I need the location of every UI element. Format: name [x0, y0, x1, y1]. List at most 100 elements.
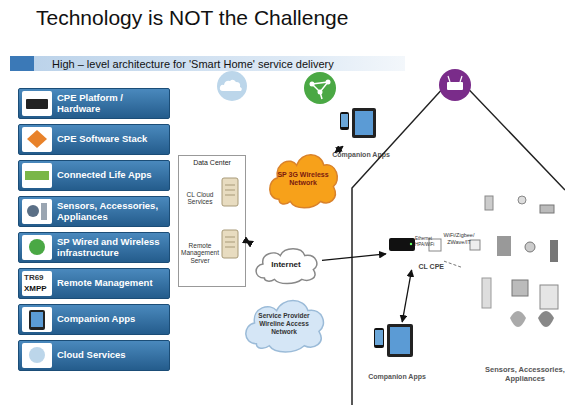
sensor-glyph — [27, 205, 39, 217]
tablet-icon — [352, 108, 376, 138]
tablet-glyph — [29, 310, 45, 330]
home-device-glyph — [447, 82, 463, 90]
network-cloud: Service Provider Wireline Access Network — [238, 292, 330, 354]
node-text: Companion Apps — [57, 314, 135, 325]
node-text: CPE Platform / Hardware — [57, 93, 165, 114]
router-icon — [389, 238, 415, 251]
sensor-glyph — [41, 203, 47, 220]
screen — [390, 327, 410, 354]
server-line — [225, 185, 235, 195]
top-icons — [217, 69, 471, 104]
node-text: CPE Software Stack — [57, 134, 147, 145]
node-text: SP Wired and Wireless infrastructure — [57, 237, 165, 258]
network-dot — [310, 82, 315, 87]
wireless-link — [444, 261, 462, 267]
sensor-devices — [470, 196, 558, 327]
node-text: SP 3G Wireless Network — [273, 171, 333, 187]
sensor-icon — [470, 240, 480, 250]
node-text: Companion Apps — [368, 373, 426, 380]
screen — [355, 111, 373, 135]
icon-tile — [22, 199, 52, 224]
node-text: Data Center — [179, 159, 245, 166]
network-dot — [318, 90, 323, 95]
icon-tile — [22, 91, 52, 116]
cloud-outline — [270, 155, 338, 208]
cloud-glyph — [29, 347, 45, 363]
sensor-icon — [518, 196, 526, 204]
phone-icon — [374, 328, 384, 348]
node-text: High – level architecture for 'Smart Hom… — [52, 58, 334, 70]
home-device-icon — [439, 69, 471, 101]
screen — [341, 114, 348, 127]
router-led — [410, 243, 412, 245]
house-outline — [352, 75, 565, 405]
cloud-outline — [246, 301, 324, 352]
node-text: CL CPE — [418, 263, 444, 270]
phone-icon — [340, 112, 349, 130]
cloud-glyph — [220, 80, 242, 91]
diagram-title: Technology is NOT the Challenge — [36, 6, 348, 30]
lamp-icon — [510, 311, 526, 327]
node-text: Connected Life Apps — [57, 170, 152, 181]
appliance-icon — [497, 236, 511, 256]
icon-tile — [22, 271, 52, 296]
side-icons — [22, 91, 52, 368]
network-dot — [326, 80, 331, 85]
infrastructure-glyph — [29, 239, 45, 255]
connector-arrow — [246, 241, 250, 243]
server-icon — [222, 178, 238, 206]
camera-icon — [540, 205, 554, 213]
sensor-icon — [485, 196, 493, 210]
gateway-icon — [429, 239, 441, 251]
icon-tile — [22, 163, 52, 188]
node-text: Sensors, Accessories, Appliances — [485, 365, 565, 383]
data-center-box: Data Center CL Cloud ServicesRemote Manag… — [178, 155, 246, 287]
network-icon — [304, 72, 336, 104]
screen — [375, 330, 383, 345]
speaker-icon — [550, 240, 558, 262]
text-label: XMPP — [24, 284, 47, 293]
connector-arrow — [322, 254, 386, 260]
icon-tile — [22, 127, 52, 152]
node-text: Internet — [271, 261, 300, 269]
antenna-glyph — [448, 76, 462, 82]
network-cloud: SP 3G Wireless Network — [263, 146, 343, 210]
text-label: TR69 — [24, 273, 44, 282]
servers — [222, 178, 238, 258]
sensor-icon — [525, 242, 535, 252]
node-text: Cloud Services — [57, 350, 126, 361]
apps-glyph — [25, 171, 49, 180]
server-line — [225, 237, 235, 247]
node-text: Service Provider Wireline Access Network — [248, 312, 320, 336]
connector-label: WiFi/Zigbee/ ZWave/IT — [439, 232, 479, 245]
cloud-icon — [217, 71, 247, 101]
screen-glyph — [31, 312, 43, 327]
stack-glyph — [27, 130, 47, 148]
tablet-icon — [387, 324, 413, 357]
connector-arrow — [402, 270, 411, 322]
icon-tile — [22, 235, 52, 260]
companion-devices — [340, 108, 413, 357]
server-icon — [222, 230, 238, 258]
appliance-icon — [512, 280, 528, 296]
node-text: CL Cloud Services — [181, 191, 219, 206]
icon-tile — [22, 307, 52, 332]
router-glyph — [26, 99, 48, 109]
appliance-icon — [482, 278, 491, 308]
network-cloud: Internet — [250, 243, 322, 285]
connector-arrow — [335, 146, 343, 152]
node-text: Remote Management Server — [181, 242, 219, 265]
node-text: Remote Management — [57, 278, 153, 289]
node-text: Sensors, Accessories, Appliances — [57, 201, 165, 222]
subtitle-band: High – level architecture for 'Smart Hom… — [10, 56, 405, 71]
lamp-icon — [538, 311, 554, 327]
cloud-outline — [256, 249, 317, 284]
icon-tile — [22, 343, 52, 368]
appliance-icon — [540, 285, 558, 309]
house-line — [352, 75, 565, 405]
